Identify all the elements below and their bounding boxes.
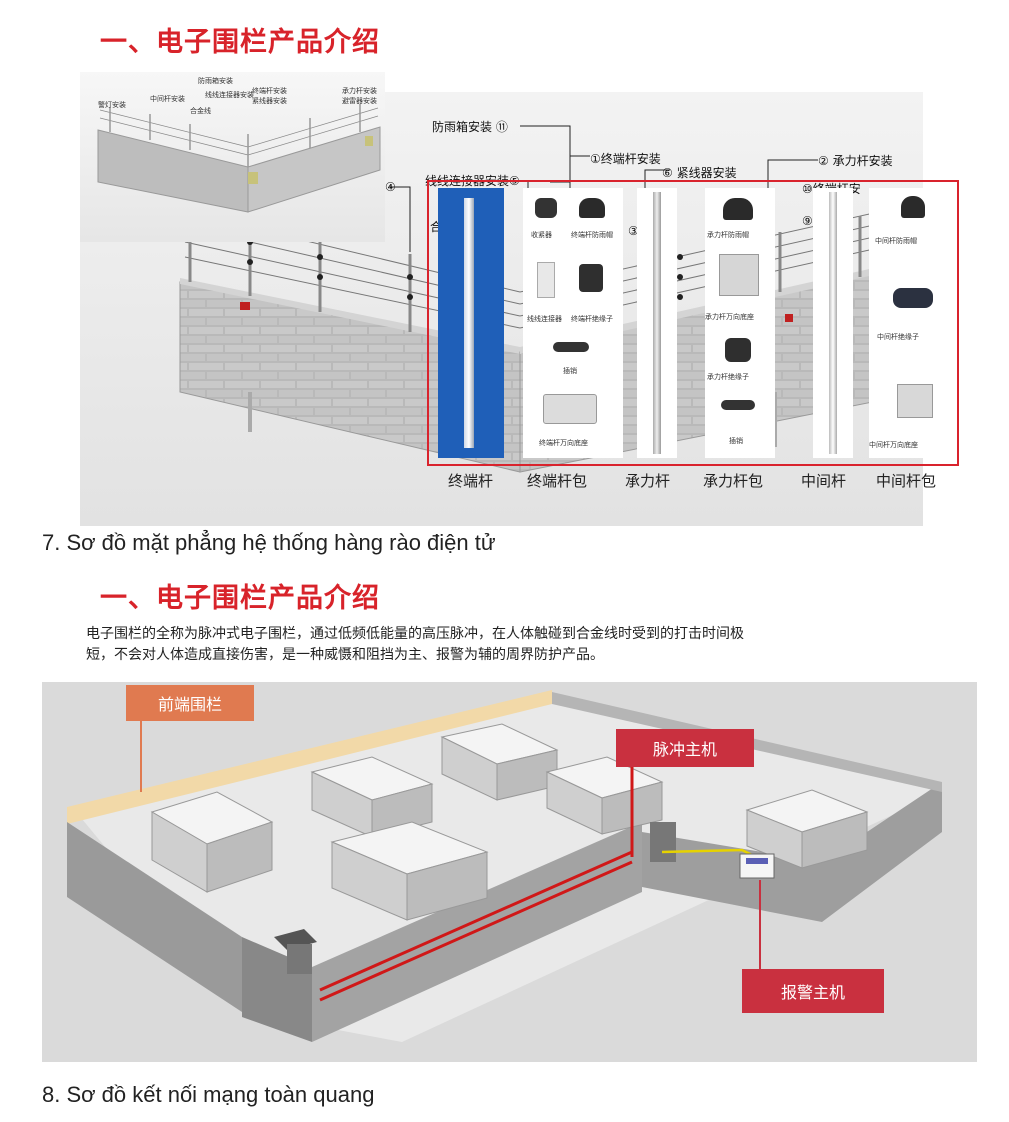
product-label: 终端杆 (448, 472, 494, 490)
figure-caption-8: 8. Sơ đồ kết nối mạng toàn quang (42, 1082, 375, 1107)
item-label: 中间杆绝缘子 (877, 333, 919, 341)
base-icon (897, 384, 933, 418)
inset-label: 避雷器安装 (342, 97, 377, 105)
product-label: 中间杆 (801, 472, 847, 490)
product-label: 终端杆包 (527, 472, 588, 490)
inset-wall-illustration (97, 104, 381, 213)
item-label: 线线连接器 (527, 315, 562, 323)
item-label: 终端杆绝缘子 (571, 315, 613, 323)
product-label: 承力杆包 (703, 472, 764, 490)
compound-illustration (67, 690, 942, 1042)
inset-photo: 防雨箱安装 终端杆安装 承力杆安装 中间杆安装 线线连接器安装 紧线器安装 警灯… (80, 72, 385, 242)
item-label: 终端杆万向底座 (539, 439, 588, 447)
item-label: 承力杆万向底座 (705, 313, 754, 321)
tension-pole-image (637, 188, 677, 458)
inset-label: 合金线 (190, 107, 211, 115)
callout: 防雨箱安装 ⑪ (432, 120, 508, 134)
callout: ⑥ 紧线器安装 (662, 166, 737, 180)
product-label: 中间杆包 (876, 472, 937, 490)
inset-label: 终端杆安装 (252, 87, 287, 95)
tensioner-icon (535, 198, 557, 218)
fence-installation-diagram: 防雨箱安装 终端杆安装 承力杆安装 中间杆安装 线线连接器安装 紧线器安装 警灯… (80, 72, 959, 526)
callout: ④ (385, 180, 396, 194)
pulse-host-label: 脉冲主机 (616, 729, 754, 767)
product-label: 承力杆 (625, 472, 671, 490)
item-label: 中间杆防雨帽 (875, 237, 917, 245)
rain-cap-icon (901, 196, 925, 218)
figure-caption-7: 7. Sơ đồ mặt phẳng hệ thống hàng rào điệ… (42, 530, 496, 555)
terminal-pole-image (438, 188, 504, 458)
base-icon (719, 254, 759, 296)
middle-pack-panel: 中间杆防雨帽 中间杆绝缘子 中间杆万向底座 (869, 188, 955, 458)
section2-heading: 一、电子围栏产品介绍 (100, 583, 380, 614)
insulator-icon (725, 338, 751, 362)
inset-label: 警灯安装 (98, 101, 126, 109)
callout: ①终端杆安装 (590, 152, 661, 166)
inset-label: 防雨箱安装 (198, 77, 233, 85)
product-panel: 收紧器 终端杆防雨帽 线线连接器 终端杆绝缘子 插销 终端杆万向底座 承力杆防雨… (427, 180, 959, 466)
intro-line: 短，不会对人体造成直接伤害，是一种威慑和阻挡为主、报警为辅的周界防护产品。 (86, 647, 604, 663)
tension-pack-panel: 承力杆防雨帽 承力杆万向底座 承力杆绝缘子 插销 (705, 188, 775, 458)
item-label: 插销 (563, 367, 577, 375)
inset-label: 承力杆安装 (342, 87, 377, 95)
terminal-pack-panel: 收紧器 终端杆防雨帽 线线连接器 终端杆绝缘子 插销 终端杆万向底座 (523, 188, 623, 458)
front-fence-label: 前端围栏 (126, 685, 254, 721)
item-label: 终端杆防雨帽 (571, 231, 613, 239)
item-label: 插销 (729, 437, 743, 445)
item-label: 承力杆绝缘子 (707, 373, 749, 381)
inset-label: 紧线器安装 (252, 97, 287, 105)
pin-icon (553, 342, 589, 352)
rain-cap-icon (723, 198, 753, 220)
pin-icon (721, 400, 755, 410)
inset-label: 线线连接器安装 (205, 91, 254, 99)
base-icon (543, 394, 597, 424)
perimeter-system-diagram: 前端围栏 脉冲主机 报警主机 (42, 682, 977, 1062)
intro-paragraph: 电子围栏的全称为脉冲式电子围栏，通过低频低能量的高压脉冲，在人体触碰到合金线时受… (86, 624, 744, 666)
rain-cap-icon (579, 198, 605, 218)
alarm-host-label: 报警主机 (742, 969, 884, 1013)
callout: ② 承力杆安装 (818, 154, 893, 168)
insulator-icon (893, 288, 933, 308)
middle-pole-image (813, 188, 853, 458)
section1-heading: 一、电子围栏产品介绍 (100, 27, 380, 58)
item-label: 承力杆防雨帽 (707, 231, 749, 239)
inset-label: 中间杆安装 (150, 95, 185, 103)
intro-line: 电子围栏的全称为脉冲式电子围栏，通过低频低能量的高压脉冲，在人体触碰到合金线时受… (86, 626, 744, 642)
item-label: 中间杆万向底座 (869, 441, 918, 449)
item-label: 收紧器 (531, 231, 552, 239)
connector-icon (537, 262, 555, 298)
insulator-icon (579, 264, 603, 292)
